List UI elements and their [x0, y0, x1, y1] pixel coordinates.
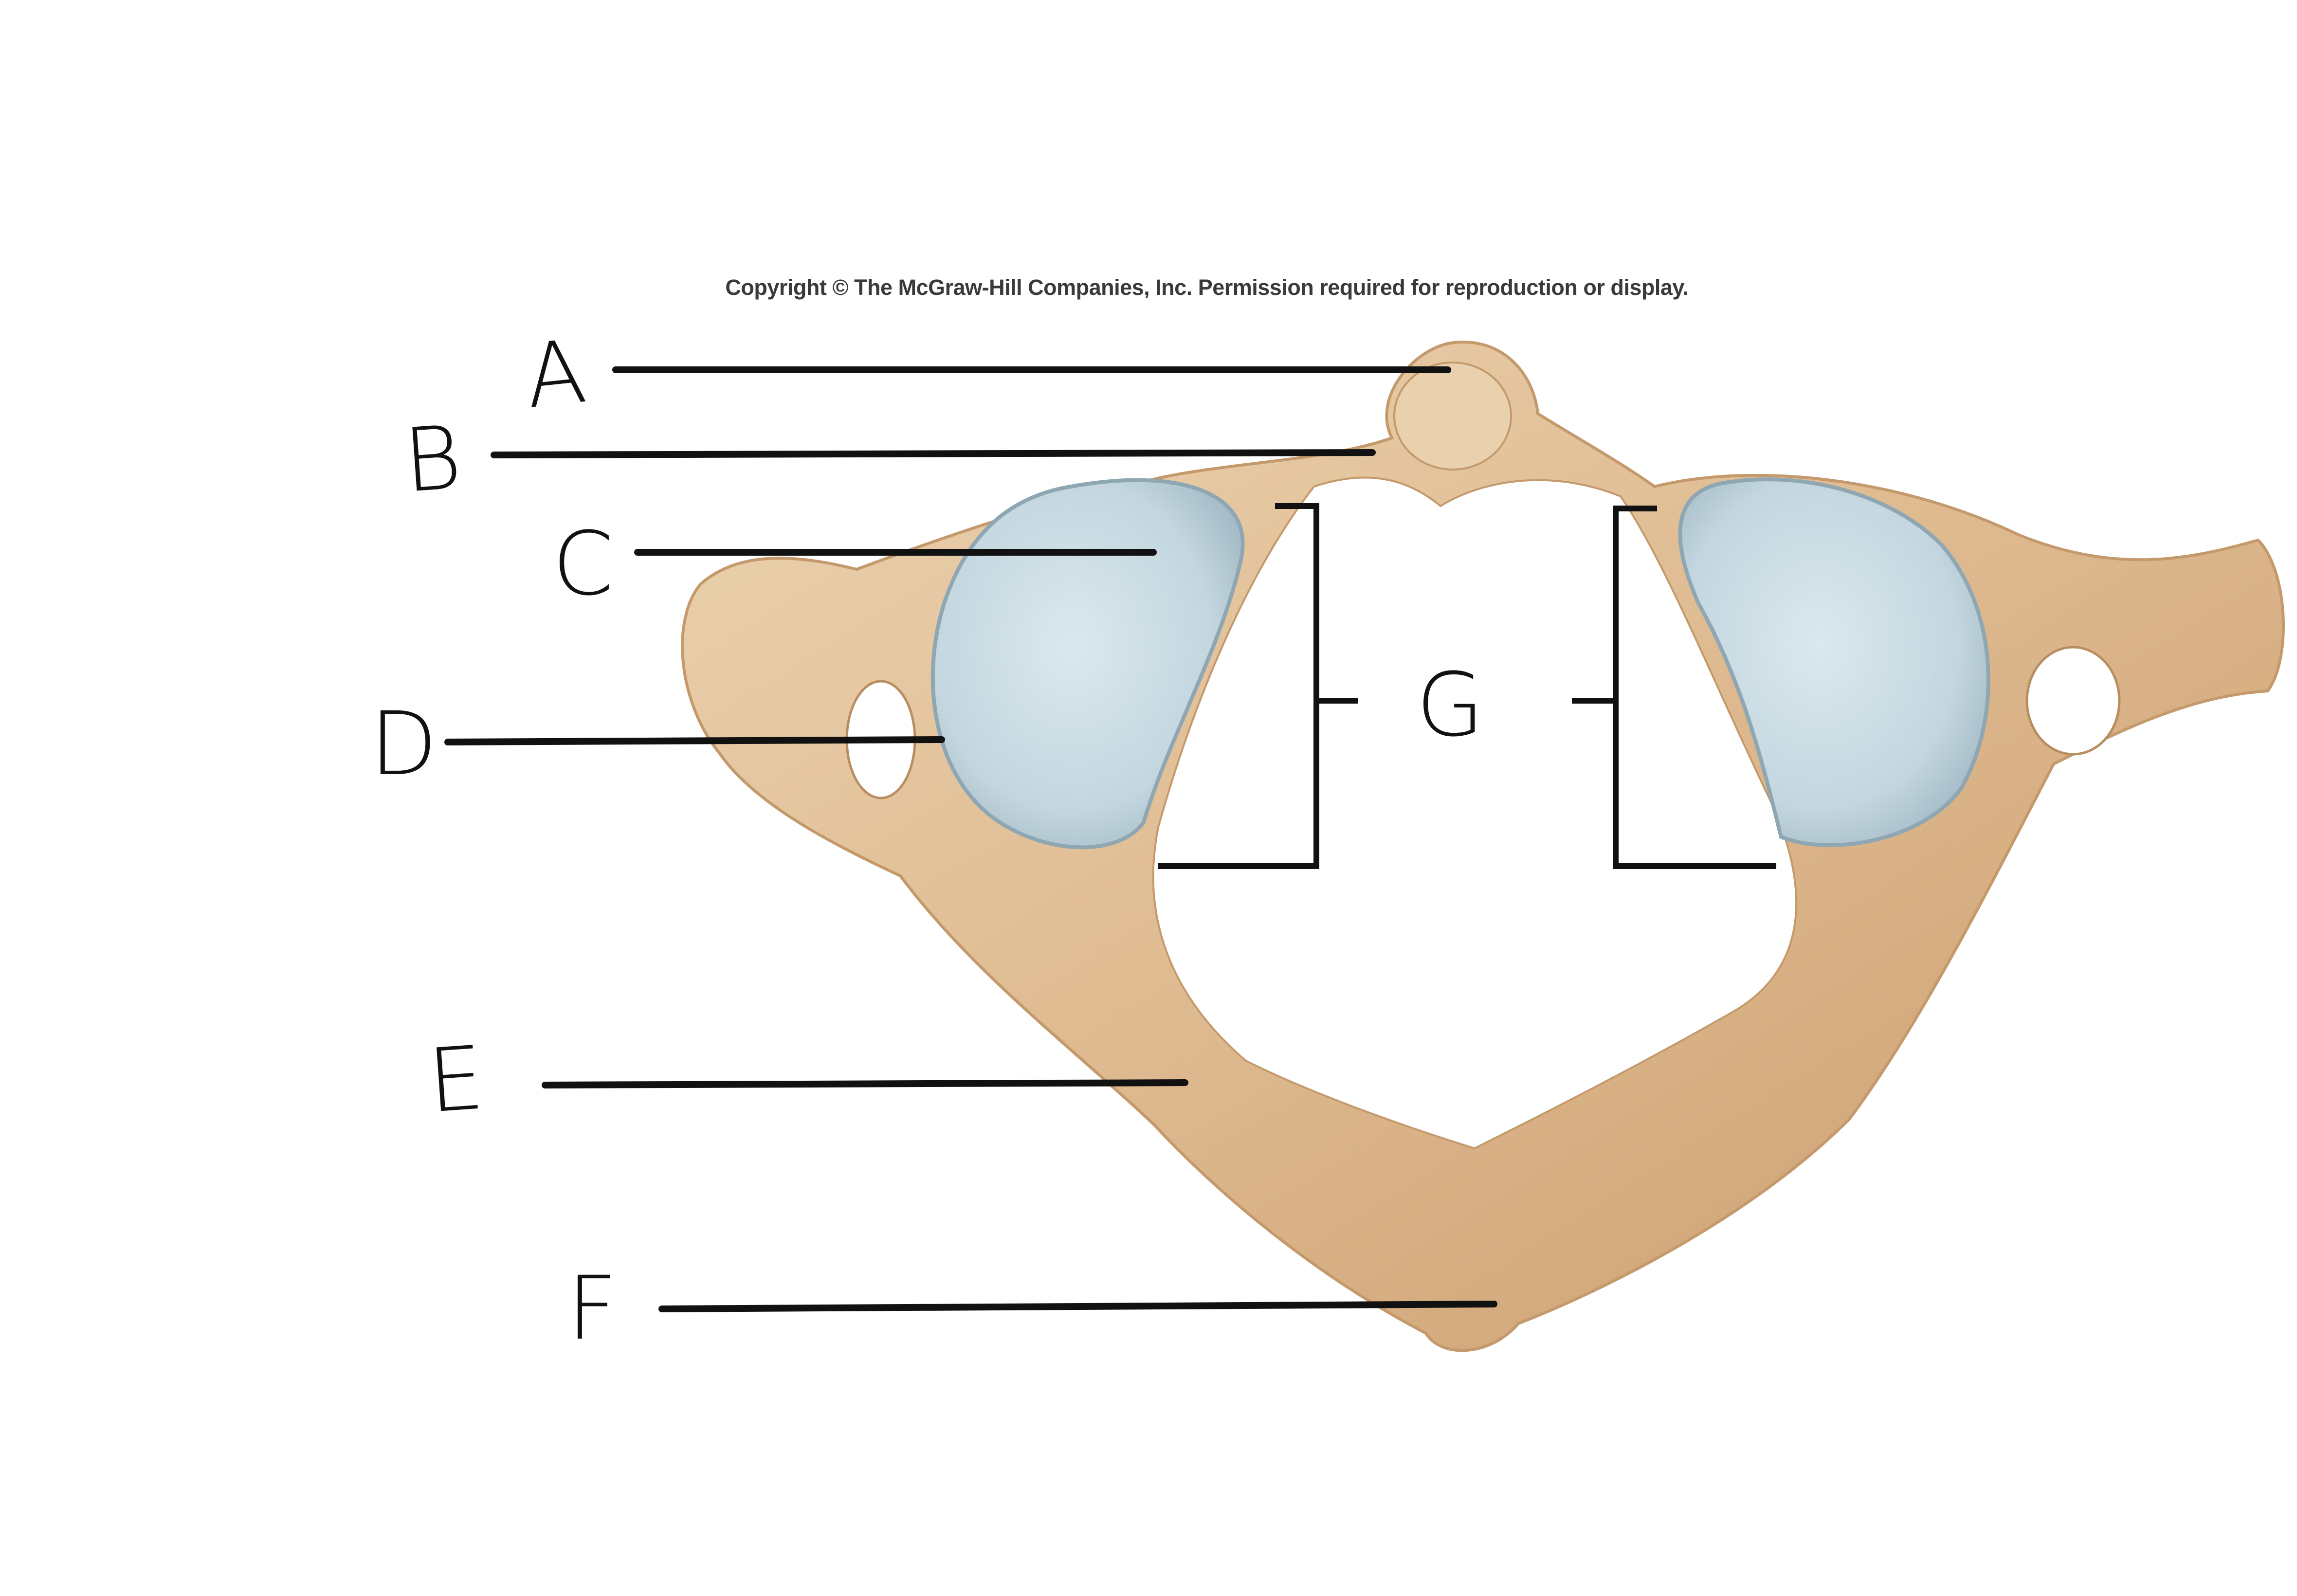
right-bracket: [1613, 506, 1776, 869]
anterior-tubercle: [1393, 362, 1512, 471]
leader-line-d: [444, 736, 945, 745]
label-g-brackets: [1158, 503, 1776, 869]
label-d: D: [370, 693, 438, 795]
label-b: B: [400, 407, 465, 512]
copyright-notice: Copyright © The McGraw-Hill Companies, I…: [725, 275, 1689, 300]
right-transverse-foramen: [2025, 646, 2121, 756]
label-c: C: [552, 513, 614, 615]
label-e: E: [424, 1027, 487, 1133]
leader-line-e: [542, 1079, 1188, 1088]
label-f: F: [567, 1258, 618, 1360]
label-a: A: [520, 321, 591, 428]
left-superior-articular-facet: [930, 478, 1245, 850]
right-superior-articular-facet: [1678, 477, 1990, 847]
label-g: G: [1416, 654, 1484, 756]
leader-lines: [444, 366, 1497, 1312]
left-bracket: [1158, 503, 1319, 869]
leader-line-f: [658, 1301, 1497, 1312]
leader-line-b: [491, 449, 1376, 458]
